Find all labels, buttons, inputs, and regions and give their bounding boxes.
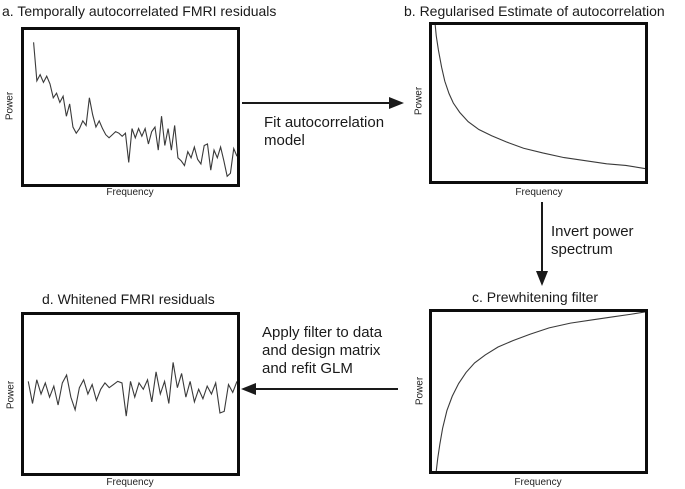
arrow-b-to-c (536, 202, 548, 286)
panel-c-box (429, 309, 648, 474)
panel-c-ylabel: Power (414, 376, 426, 406)
fit-autocorrelation-label: Fit autocorrelation model (264, 114, 384, 150)
panel-b-xlabel: Frequency (515, 187, 563, 198)
apply-label-line-1: Apply filter to data (262, 324, 383, 341)
panel-c-title: c. Prewhitening filter (472, 289, 599, 305)
arrowhead-left-icon (241, 383, 256, 395)
panel-d-curve (28, 362, 237, 416)
panel-b-title: b. Regularised Estimate of autocorrelati… (404, 3, 665, 19)
apply-label-line-2: and design matrix (262, 342, 381, 359)
panel-d-box (21, 312, 240, 476)
panel-c-curve (436, 312, 645, 471)
invert-label-line-1: Invert power (551, 223, 634, 240)
panel-a-plot (24, 30, 237, 184)
panel-c-xlabel: Frequency (514, 477, 562, 488)
arrow-c-to-d (241, 383, 398, 395)
fit-label-line-1: Fit autocorrelation (264, 114, 385, 131)
panel-a-box (21, 27, 240, 187)
panel-b-plot (432, 25, 645, 181)
arrow-a-to-b (242, 97, 404, 109)
panel-d-plot (24, 315, 237, 473)
panel-d-title: d. Whitened FMRI residuals (42, 291, 215, 307)
panel-a-curve (34, 42, 237, 176)
apply-label-line-3: and refit GLM (262, 360, 353, 377)
invert-power-spectrum-label: Invert power spectrum (551, 223, 634, 259)
panel-a-title: a. Temporally autocorrelated FMRI residu… (2, 3, 277, 19)
invert-label-line-2: spectrum (551, 241, 613, 258)
panel-a-xlabel: Frequency (106, 187, 154, 198)
fit-label-line-2: model (264, 132, 305, 149)
panel-d-ylabel: Power (5, 380, 17, 410)
apply-filter-label: Apply filter to data and design matrix a… (262, 324, 382, 378)
panel-d-xlabel: Frequency (106, 477, 154, 488)
panel-b-curve (435, 25, 645, 169)
panel-b-box (429, 22, 648, 184)
arrowhead-right-icon (389, 97, 404, 109)
panel-c-plot (432, 312, 645, 471)
panel-a-ylabel: Power (4, 91, 16, 121)
panel-b-ylabel: Power (413, 86, 425, 116)
arrowhead-down-icon (536, 271, 548, 286)
